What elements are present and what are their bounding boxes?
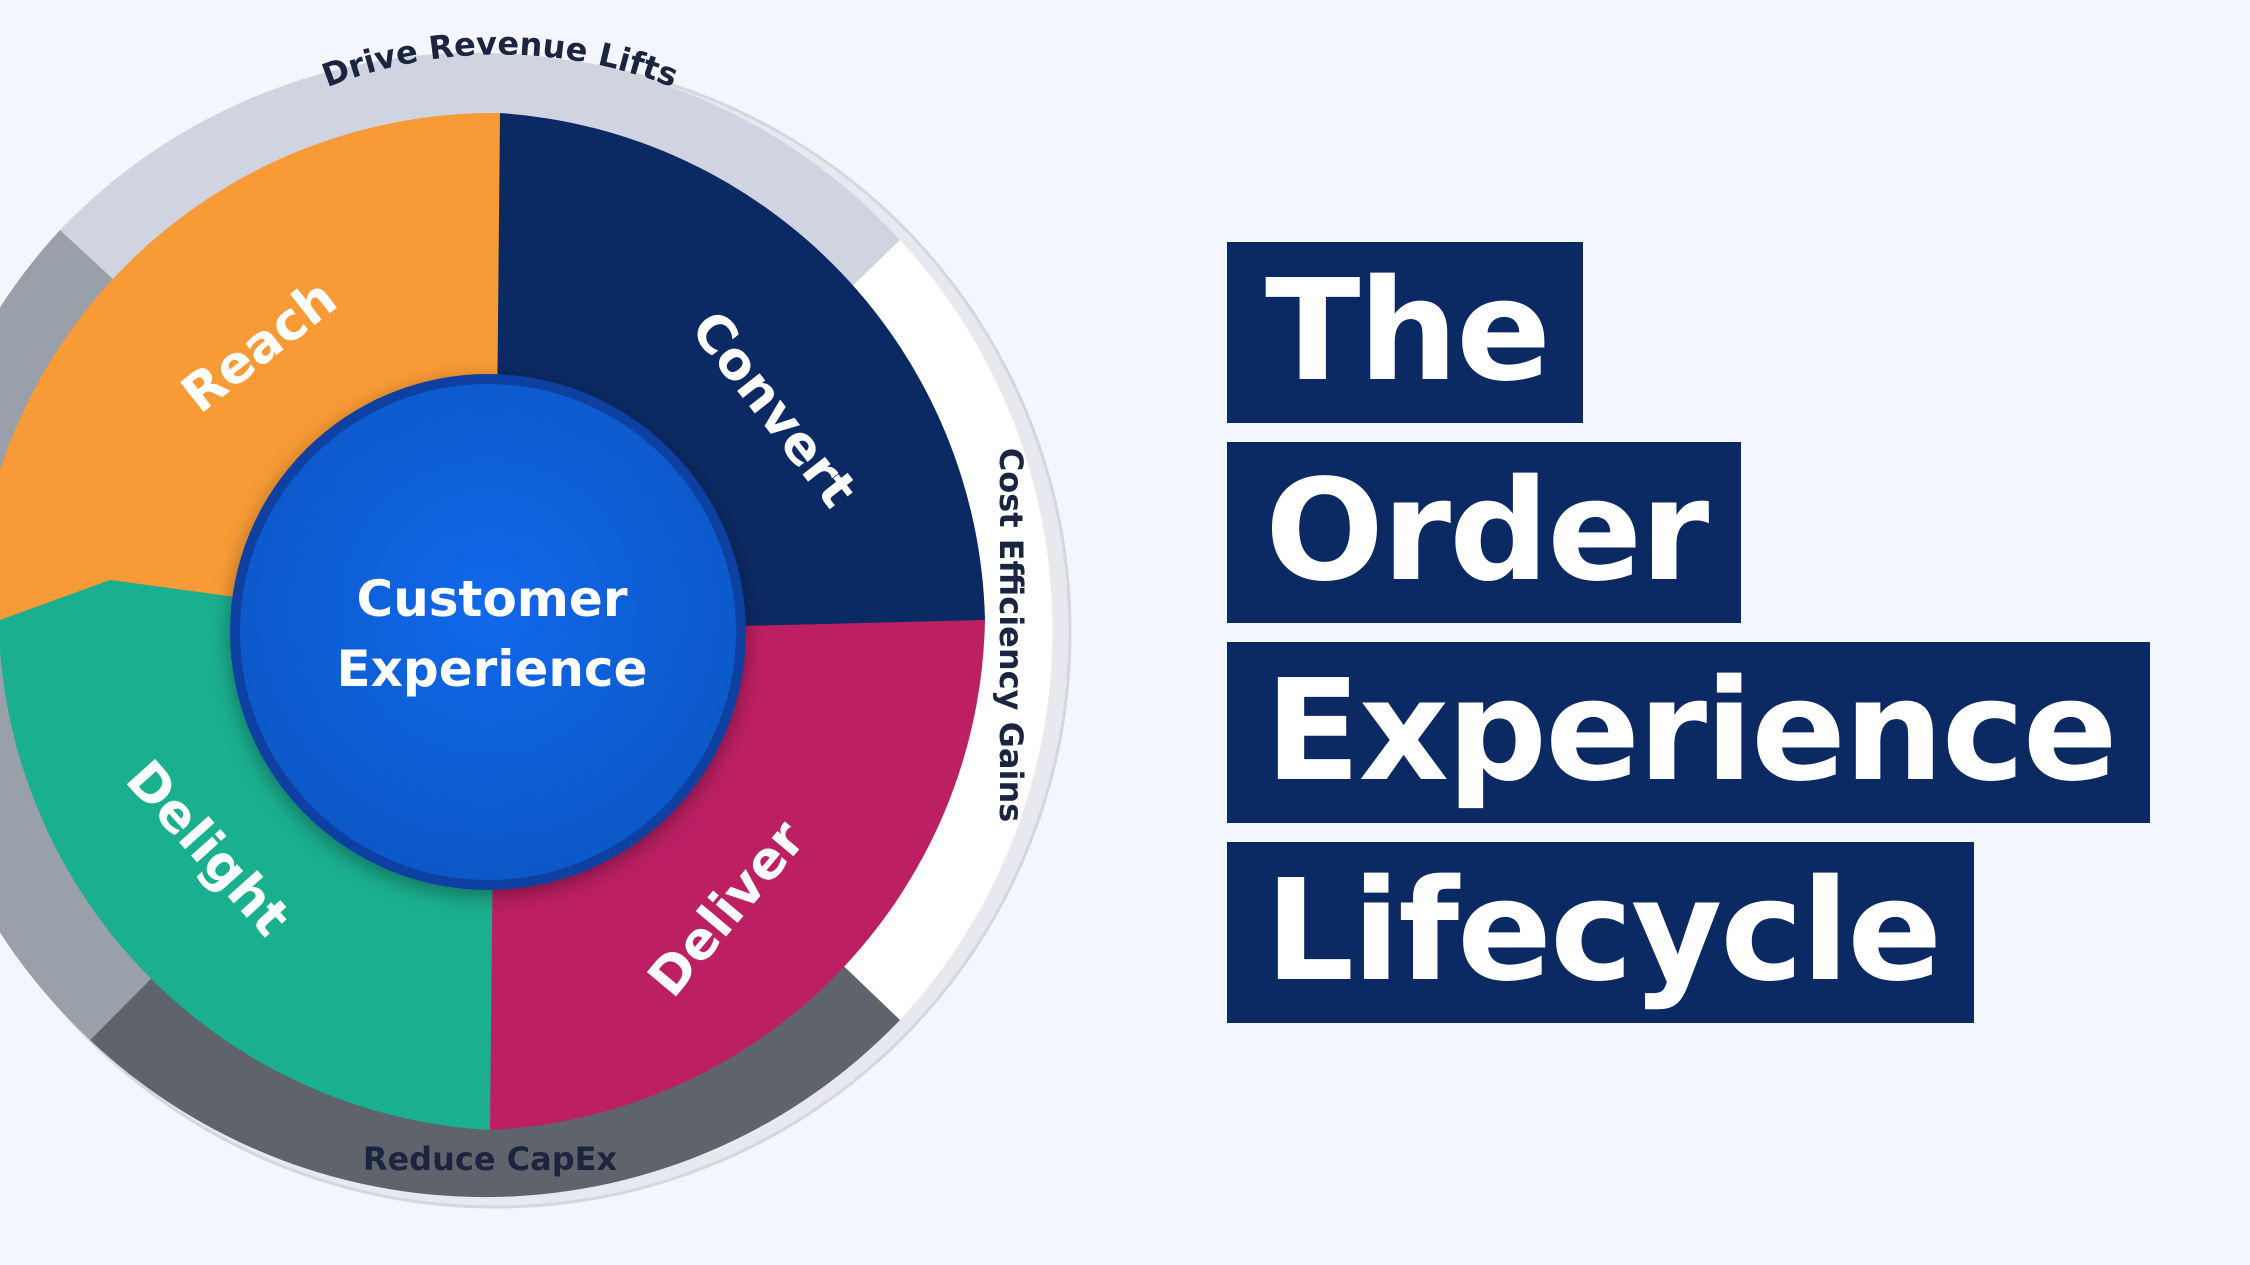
ring-label-right: Cost Efficiency Gains: [992, 448, 1030, 823]
ring-label-bottom: Reduce CapEx: [363, 1140, 618, 1178]
title-line-3: Experience: [1227, 642, 2150, 823]
center-circle: Customer Experience: [230, 374, 746, 890]
title-line-4: Lifecycle: [1227, 842, 1975, 1023]
center-label-line1: Customer: [357, 570, 628, 628]
center-label-line2: Experience: [337, 640, 648, 698]
lifecycle-diagram: Reach Convert Deliver Delight Customer E…: [0, 24, 1072, 1209]
title-block: The Order Experience Lifecycle: [1227, 242, 2150, 1042]
title-line-1: The: [1227, 242, 1584, 423]
title-line-2: Order: [1227, 442, 1742, 623]
